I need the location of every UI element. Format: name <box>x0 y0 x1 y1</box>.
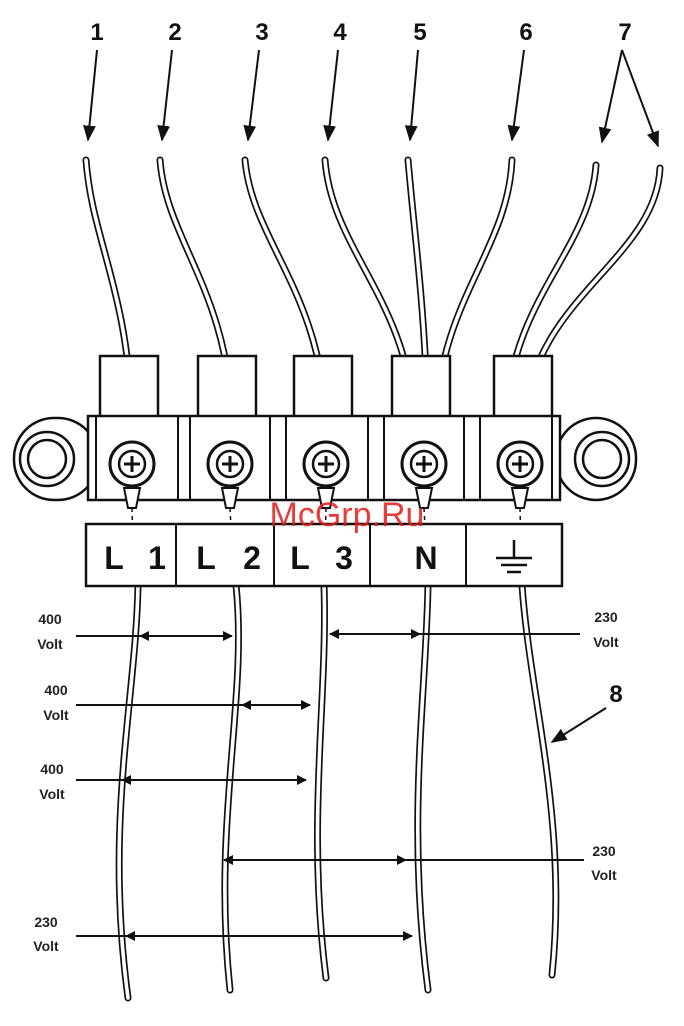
callout-2: 2 <box>168 19 181 46</box>
voltage-label-unit: Volt <box>593 634 619 650</box>
callout-7: 7 <box>618 19 631 46</box>
callout-4: 4 <box>333 19 347 46</box>
voltage-label-unit: Volt <box>591 867 617 883</box>
voltage-label-unit: Volt <box>43 707 69 723</box>
voltage-label-unit: Volt <box>37 636 63 652</box>
callout-3: 3 <box>255 19 268 46</box>
voltage-label-value: 230 <box>592 843 616 859</box>
callout-6: 6 <box>519 19 532 46</box>
voltage-label-unit: Volt <box>33 938 59 954</box>
terminal-label-l2-number: 2 <box>243 540 261 576</box>
voltage-label-unit: Volt <box>39 786 65 802</box>
terminal-label-l1-letter: L <box>104 540 124 576</box>
voltage-arrows <box>76 634 584 936</box>
callout-arrows <box>88 50 658 742</box>
voltage-label-value: 400 <box>40 761 64 777</box>
terminal-label-l3-number: 3 <box>335 540 353 576</box>
terminal-label-l1-number: 1 <box>148 540 166 576</box>
voltage-label-value: 400 <box>44 682 68 698</box>
voltage-label-value: 400 <box>38 611 62 627</box>
watermark: McGrp.Ru <box>270 496 425 534</box>
terminal-label-n: N <box>414 540 437 576</box>
terminal-label-l2-letter: L <box>196 540 216 576</box>
callout-8: 8 <box>609 681 622 708</box>
callout-5: 5 <box>413 19 426 46</box>
voltage-label-value: 230 <box>34 914 58 930</box>
voltage-label-value: 230 <box>594 609 618 625</box>
terminal-label-l3-letter: L <box>290 540 310 576</box>
incoming-wires <box>86 160 660 420</box>
callout-1: 1 <box>90 19 103 46</box>
